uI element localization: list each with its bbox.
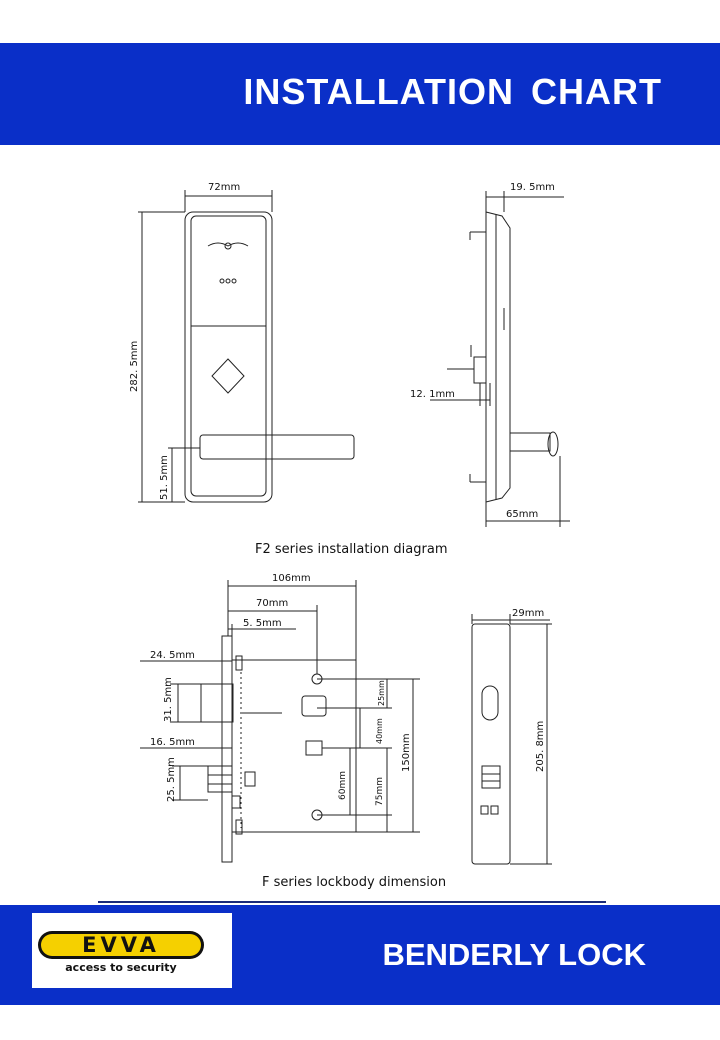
dim-depth: 19. 5mm [510, 182, 555, 193]
dim-spindle: 12. 1mm [410, 389, 455, 400]
svg-text:access to security: access to security [65, 961, 176, 974]
dim-75: 75mm [375, 777, 385, 806]
dim-height: 282. 5mm [129, 341, 140, 392]
dim-24-5: 24. 5mm [150, 650, 195, 661]
spindle-hole [301, 695, 327, 717]
lockbody-view [200, 635, 357, 863]
dim-205-8: 205. 8mm [535, 721, 546, 772]
page-title: INSTALLATION CHART [243, 71, 662, 112]
svg-text:EVVA: EVVA [82, 933, 160, 957]
latch-bolt [200, 683, 234, 723]
dim-handle: 51. 5mm [159, 455, 170, 500]
header-banner: INSTALLATION CHART [0, 43, 720, 145]
dim-150: 150mm [401, 733, 412, 772]
caption-f: F series lockbody dimension [262, 875, 446, 890]
lock-front-view [184, 211, 355, 503]
lock-side-view [447, 211, 559, 503]
dim-25: 25mm [377, 680, 386, 706]
deadbolt-opening [481, 765, 501, 789]
dim-width: 72mm [208, 182, 240, 193]
lever-handle [199, 434, 355, 460]
dim-25-5: 25. 5mm [166, 757, 177, 802]
card-reader-icon [211, 358, 245, 394]
led-indicator-icon [219, 278, 237, 284]
caption-f2: F2 series installation diagram [255, 542, 447, 557]
dim-31-5: 31. 5mm [163, 677, 174, 722]
dim-16-5: 16. 5mm [150, 737, 195, 748]
evva-logo: EVVA access to security [32, 913, 232, 988]
faceplate-view [471, 623, 511, 865]
dim-5-5: 5. 5mm [243, 618, 282, 629]
cylinder-hole [305, 740, 323, 756]
dim-106: 106mm [272, 573, 311, 584]
footer-banner: EVVA access to security BENDERLY LOCK [0, 905, 720, 1005]
dim-projection: 65mm [506, 509, 538, 520]
deadbolt [207, 765, 233, 793]
dim-60: 60mm [338, 771, 348, 800]
brand-name: BENDERLY LOCK [382, 937, 646, 972]
dim-70: 70mm [256, 598, 288, 609]
dim-40: 40mm [375, 718, 384, 744]
emblem-icon [207, 242, 249, 250]
dim-29: 29mm [512, 608, 544, 619]
